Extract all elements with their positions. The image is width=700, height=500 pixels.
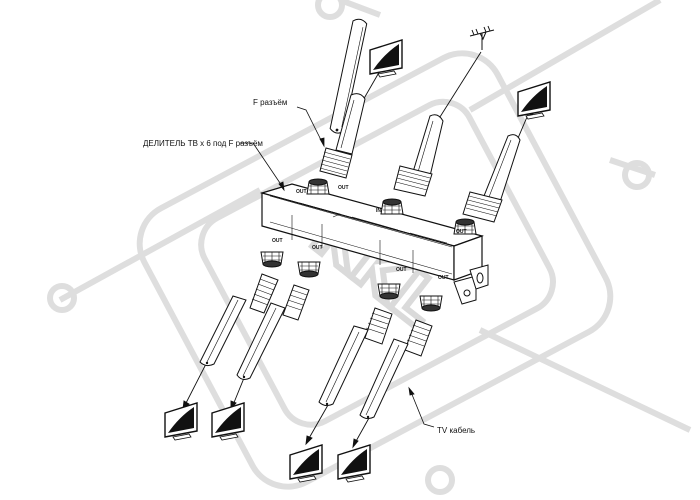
tv-icon-top-left [369, 39, 403, 78]
port-label-out: OUT [438, 275, 449, 281]
coax-cable-icon [359, 319, 433, 420]
splitter-label: ДЕЛИТЕЛЬ ТВ х 6 под F разъём [143, 139, 263, 148]
f-connector-icon [380, 198, 404, 215]
tv-cable-label: TV кабель [437, 426, 475, 435]
port-label-out: OUT [296, 189, 307, 195]
f-connector-label: F разъём [253, 98, 287, 107]
port-label-out: OUT [312, 245, 323, 251]
port-label-in: IN [376, 208, 381, 214]
splitter-body [259, 183, 489, 305]
port-label-out: OUT [456, 229, 467, 235]
port-label-out: OUT [272, 238, 283, 244]
coax-cable-icon [236, 284, 310, 380]
coax-cable-icon [318, 307, 393, 407]
leader-lines [240, 106, 435, 428]
port-label-out: OUT [338, 185, 349, 191]
f-connector-icon [297, 261, 321, 278]
f-connector-icon [419, 295, 443, 312]
tv-icon-top-right [517, 81, 551, 120]
tv-icon-bottom-4 [337, 444, 371, 483]
f-connector-icon [260, 251, 284, 268]
f-connector-icon [377, 283, 401, 300]
f-connector-icon [306, 178, 330, 195]
f-connector-boot [319, 147, 353, 179]
coax-cable-icon [393, 114, 444, 197]
antenna-icon [469, 25, 495, 50]
coax-cable-icon [335, 93, 366, 155]
tv-icon-bottom-1 [164, 402, 198, 441]
port-label-out: OUT [396, 267, 407, 273]
coax-cable-icon [199, 273, 279, 367]
coax-cable-icon [462, 134, 521, 223]
